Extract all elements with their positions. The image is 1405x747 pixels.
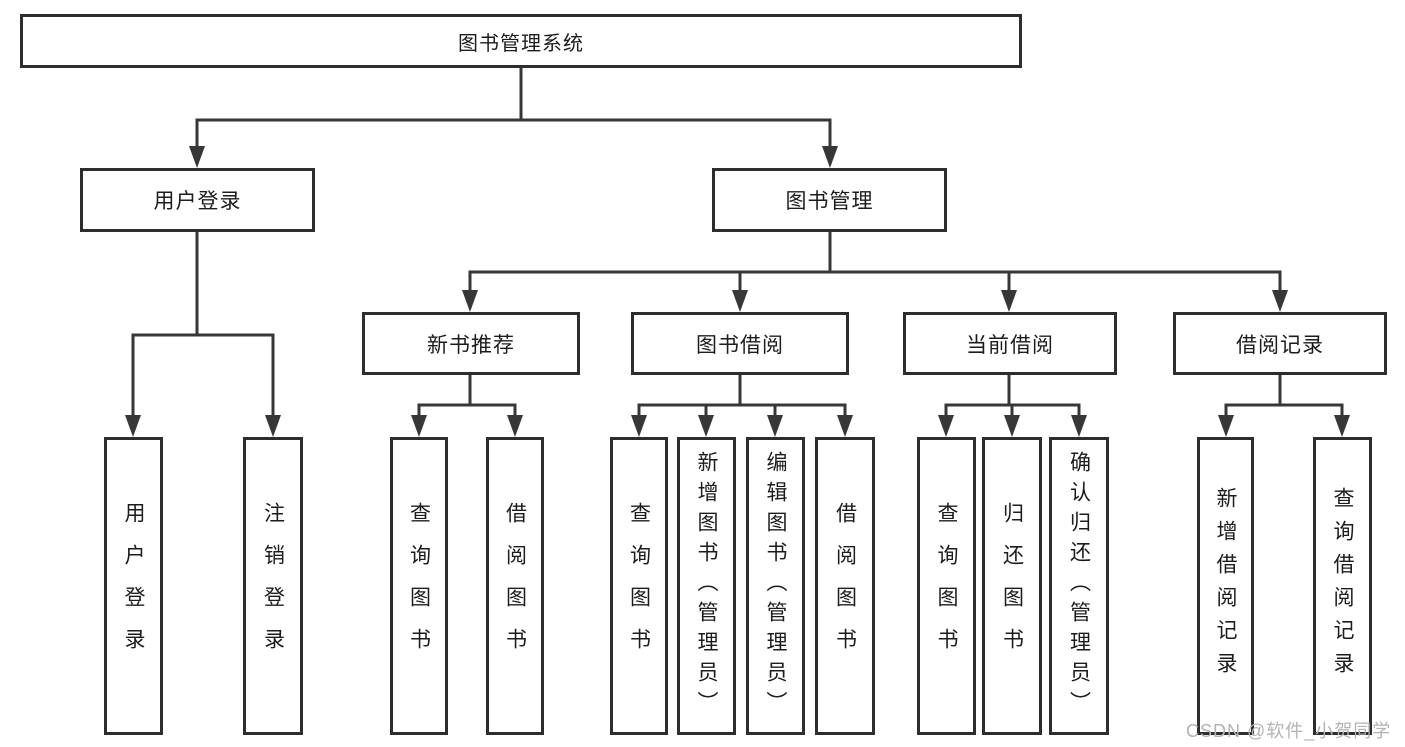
leaf-logout: 注销登录 (243, 437, 303, 735)
leaf-confirm-return-admin: 确认归还（管理员） (1049, 437, 1109, 735)
leaf-borrow-books-recommend-label: 借阅图书 (503, 502, 527, 670)
node-user-login: 用户登录 (80, 168, 315, 232)
leaf-return-books-label: 归还图书 (1000, 502, 1024, 670)
leaf-add-book-admin-label: 新增图书（管理员） (695, 451, 718, 721)
leaf-query-books-recommend-label: 查询图书 (407, 502, 431, 670)
leaf-query-borrow-record: 查询借阅记录 (1313, 437, 1372, 735)
leaf-add-borrow-record: 新增借阅记录 (1197, 437, 1254, 735)
node-borrowing-records: 借阅记录 (1173, 312, 1387, 375)
leaf-confirm-return-admin-label: 确认归还（管理员） (1067, 451, 1091, 721)
leaf-return-books: 归还图书 (982, 437, 1042, 735)
leaf-user-login: 用户登录 (104, 437, 163, 735)
leaf-borrow-books: 借阅图书 (815, 437, 875, 735)
leaf-add-borrow-record-label: 新增借阅记录 (1214, 487, 1237, 685)
leaf-query-books-current: 查询图书 (917, 437, 976, 735)
leaf-query-books-borrowing: 查询图书 (610, 437, 668, 735)
node-book-borrowing: 图书借阅 (631, 312, 849, 375)
node-new-book-recommend: 新书推荐 (362, 312, 580, 375)
leaf-add-book-admin: 新增图书（管理员） (677, 437, 736, 735)
node-current-borrowing: 当前借阅 (903, 312, 1117, 375)
leaf-borrow-books-label: 借阅图书 (833, 502, 857, 670)
node-book-management: 图书管理 (712, 168, 947, 232)
leaf-query-books-recommend: 查询图书 (390, 437, 448, 735)
node-library-system: 图书管理系统 (20, 14, 1022, 68)
leaf-query-books-borrowing-label: 查询图书 (627, 502, 651, 670)
leaf-user-login-label: 用户登录 (122, 502, 145, 670)
leaf-edit-book-admin-label: 编辑图书（管理员） (764, 451, 787, 721)
leaf-borrow-books-recommend: 借阅图书 (486, 437, 544, 735)
arrowheads (125, 146, 1350, 437)
csdn-watermark: CSDN @软件_小贺同学 (1186, 721, 1392, 741)
leaf-query-borrow-record-label: 查询借阅记录 (1331, 487, 1354, 685)
leaf-query-books-current-label: 查询图书 (935, 502, 958, 670)
leaf-edit-book-admin: 编辑图书（管理员） (746, 437, 805, 735)
leaf-logout-label: 注销登录 (261, 502, 285, 670)
